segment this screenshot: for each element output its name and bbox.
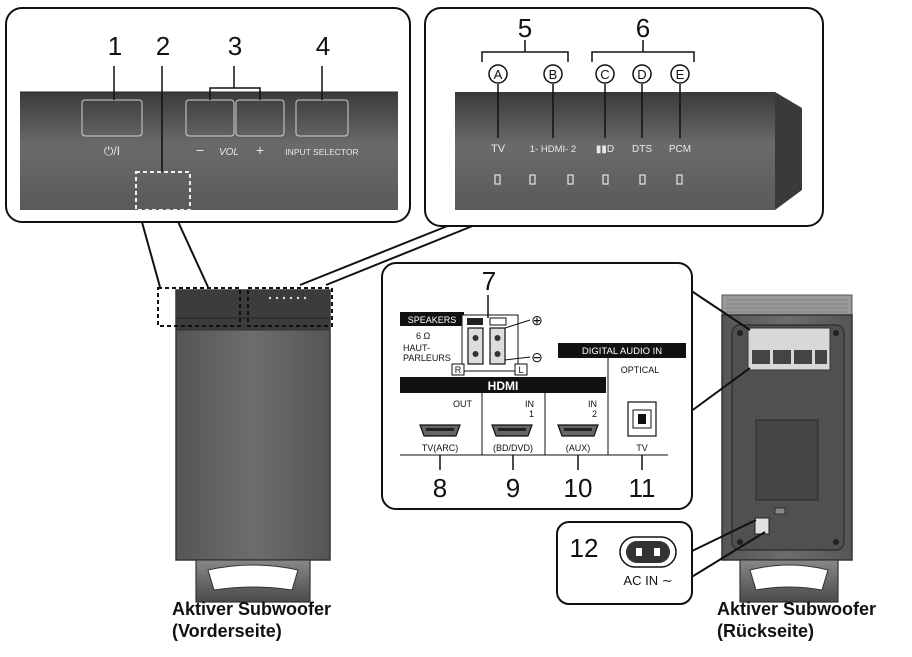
right-channel-label: R	[455, 365, 462, 375]
callout-6: 6	[636, 13, 650, 43]
ac-in-label: AC IN ∼	[623, 573, 672, 588]
callout-2: 2	[156, 31, 170, 61]
callout-7: 7	[482, 266, 496, 296]
speakers-label: SPEAKERS	[408, 315, 457, 325]
digital-audio-in-label: DIGITAL AUDIO IN	[582, 346, 662, 357]
hdmi-in1-label: IN	[525, 399, 534, 409]
left-channel-label: L	[518, 365, 523, 375]
plus-symbol: ⊕	[531, 312, 543, 328]
hdmi-indicator-label: 1- HDMI- 2	[530, 144, 576, 155]
front-subwoofer	[157, 287, 333, 603]
vol-label: VOL	[219, 147, 239, 158]
front-panel-highlight-left	[157, 287, 241, 327]
marker-c: C	[600, 67, 609, 82]
back-caption: Aktiver Subwoofer (Rückseite)	[717, 598, 876, 642]
back-caption-line1: Aktiver Subwoofer	[717, 599, 877, 619]
hdmi-in2-number: 2	[592, 409, 597, 419]
dts-indicator-label: DTS	[632, 144, 652, 155]
hdmi-in1-number: 1	[529, 409, 534, 419]
dolby-indicator-label: ▮▮D	[596, 144, 614, 155]
marker-b: B	[549, 67, 558, 82]
speaker-terminal-l	[489, 327, 506, 365]
optical-label: OPTICAL	[621, 365, 660, 375]
callout-12: 12	[570, 533, 599, 563]
front-caption-line1: Aktiver Subwoofer	[172, 599, 332, 619]
parleurs-label: PARLEURS	[403, 353, 451, 363]
indicator-callout: TV 1- HDMI- 2 ▮▮D DTS PCM A B C D E	[424, 7, 824, 227]
front-caption: Aktiver Subwoofer (Vorderseite)	[172, 598, 331, 642]
rear-subwoofer	[721, 294, 853, 603]
aux-label: (AUX)	[566, 443, 591, 453]
marker-a: A	[494, 67, 503, 82]
callout-5: 5	[518, 13, 532, 43]
front-panel-highlight-right	[247, 287, 333, 327]
hdmi-in2-label: IN	[588, 399, 597, 409]
callout-8: 8	[433, 473, 447, 503]
sensor-highlight	[135, 171, 191, 211]
callout-4: 4	[316, 31, 330, 61]
control-panel-callout: ⏻/I − VOL + INPUT SELECTOR 1 2 3 4	[5, 7, 411, 223]
vol-plus-label: +	[256, 142, 264, 158]
callout-3: 3	[228, 31, 242, 61]
haut-label: HAUT-	[403, 343, 430, 353]
hdmi-logo: HDMI	[488, 379, 519, 393]
hdmi-out-label: OUT	[453, 399, 473, 409]
callout-11: 11	[629, 473, 656, 503]
ac-in-callout: 12 AC IN ∼	[556, 521, 693, 605]
ohm-label: 6 Ω	[416, 331, 431, 341]
optical-tv-label: TV	[636, 443, 648, 453]
marker-e: E	[676, 67, 685, 82]
callout-10: 10	[564, 473, 593, 503]
power-button-label: ⏻/I	[104, 144, 120, 158]
bd-dvd-label: (BD/DVD)	[493, 443, 533, 453]
front-caption-line2: (Vorderseite)	[172, 621, 282, 641]
minus-symbol: ⊖	[531, 349, 543, 365]
tv-arc-label: TV(ARC)	[422, 443, 459, 453]
input-selector-label: INPUT SELECTOR	[285, 147, 358, 157]
pcm-indicator-label: PCM	[669, 144, 691, 155]
vol-minus-label: −	[196, 142, 204, 158]
marker-d: D	[637, 67, 646, 82]
speaker-terminal-r	[467, 327, 484, 365]
tv-indicator-label: TV	[491, 143, 506, 155]
rear-terminals-callout: SPEAKERS 6 Ω HAUT- PARLEURS ⊕ ⊖ R L 7 DI…	[381, 262, 693, 510]
callout-1: 1	[108, 31, 122, 61]
indicator-leds	[494, 174, 683, 185]
back-caption-line2: (Rückseite)	[717, 621, 815, 641]
callout-9: 9	[506, 473, 520, 503]
